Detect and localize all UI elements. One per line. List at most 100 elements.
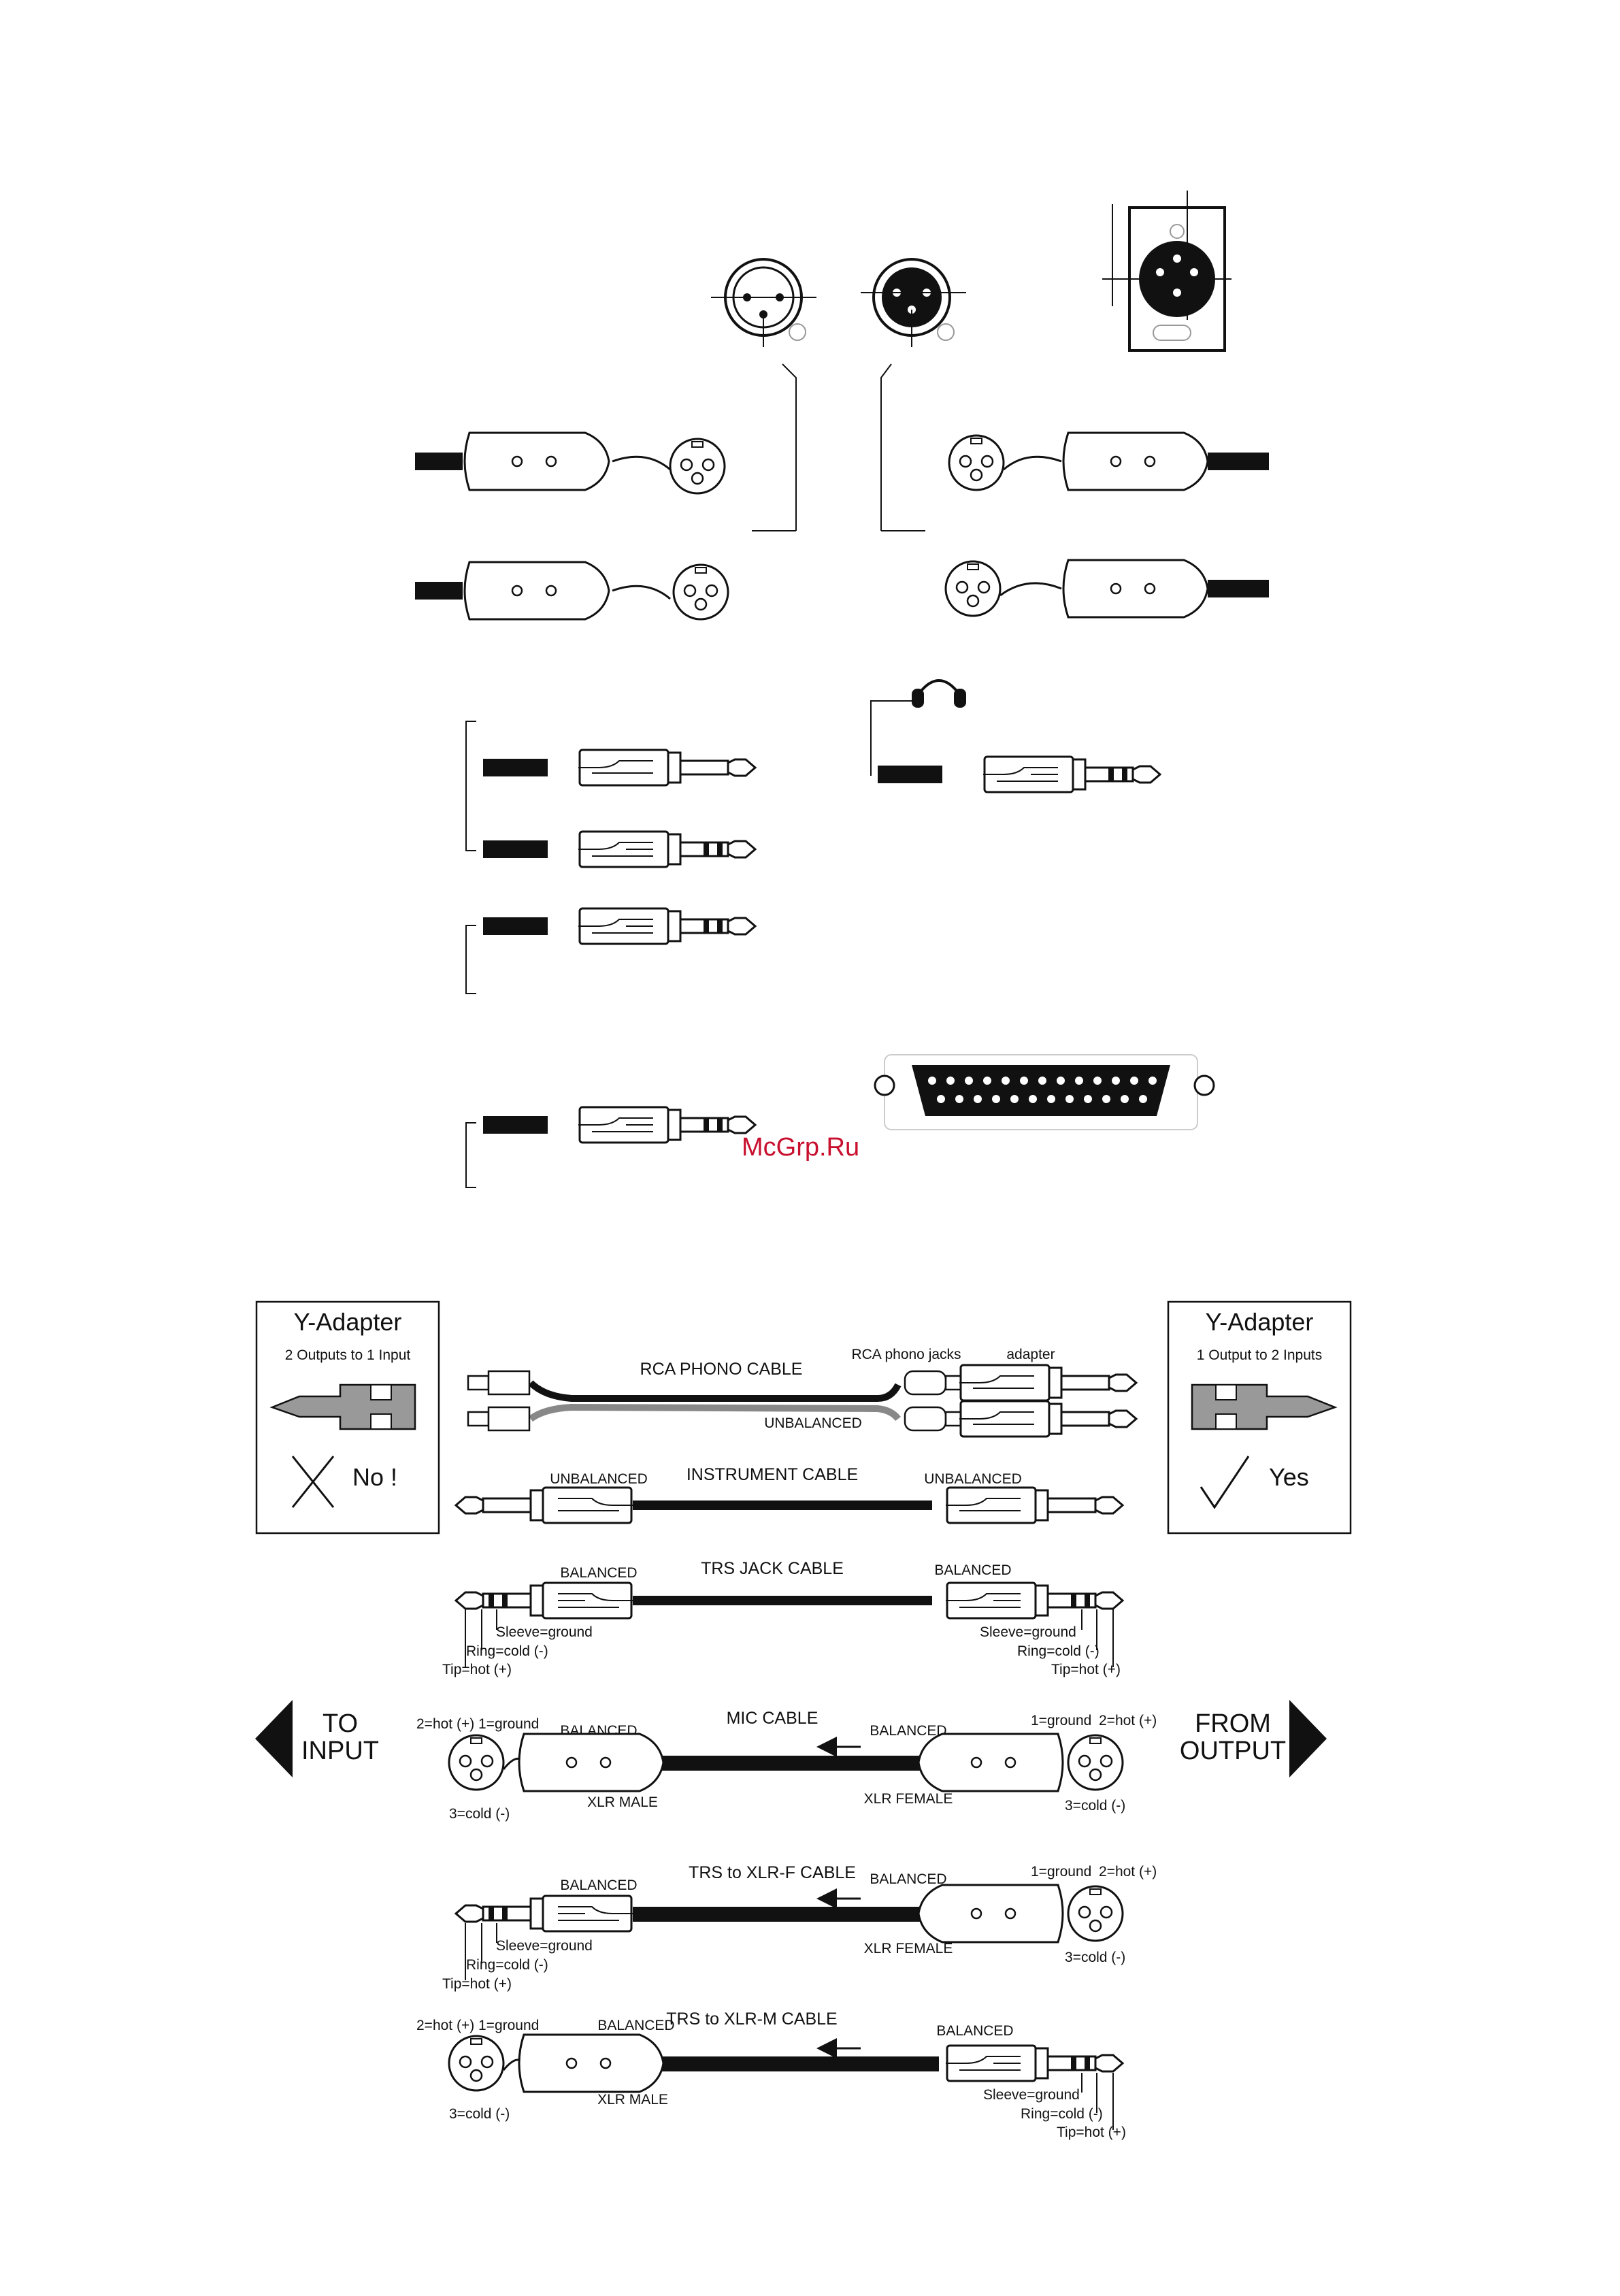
trs-left-tip-label: Tip=hot (+) — [442, 1662, 512, 1677]
y-adapter-left-panel: Y-Adapter 2 Outputs to 1 Input No ! — [255, 1300, 440, 1535]
to-input-arrow: TO INPUT — [255, 1700, 379, 1777]
trs-xlrm-left-label: BALANCED — [597, 2018, 674, 2033]
trs-right-ring-label: Ring=cold (-) — [1017, 1643, 1100, 1659]
trs-right-label: BALANCED — [934, 1562, 1011, 1578]
trs-xlrm-hot-label: 2=hot (+) — [416, 2018, 474, 2033]
rca-jacks-label: RCA phono jacks — [851, 1347, 961, 1362]
xlr-cable-upper-right-1 — [948, 431, 1269, 491]
bracket — [465, 721, 476, 851]
y-adapter-right-verdict: Yes — [1269, 1463, 1309, 1491]
from-output-arrow: FROM OUTPUT — [1180, 1700, 1327, 1777]
db25-connector — [874, 1054, 1215, 1130]
mic-left-cold-label: 3=cold (-) — [449, 1806, 510, 1822]
bracket — [465, 1122, 476, 1188]
db25-pin — [1112, 1077, 1120, 1085]
xlr-male-front-view — [711, 258, 816, 347]
trs-xlrm-cold-label: 3=cold (-) — [449, 2106, 510, 2122]
from-output-line1: FROM — [1195, 1709, 1271, 1738]
jack-plug-mid-3 — [483, 907, 757, 945]
rca-cable-title: RCA PHONO CABLE — [640, 1360, 803, 1379]
leader-line — [880, 363, 892, 531]
to-input-line1: TO — [323, 1709, 358, 1738]
trs-xlrf-ground-label: 1=ground — [1031, 1864, 1091, 1880]
trs-to-xlrm-cable: TRS to XLR-M CABLE BALANCED BALANCED XLR… — [416, 2010, 1126, 2140]
db25-pin — [1084, 1095, 1092, 1103]
instrument-cable: INSTRUMENT CABLE UNBALANCED UNBALANCED — [454, 1465, 1124, 1524]
db25-pin — [1075, 1077, 1083, 1085]
jack-plug-mid-4 — [483, 1106, 757, 1144]
db25-pin — [1038, 1077, 1046, 1085]
trs-xlrm-sleeve-label: Sleeve=ground — [983, 2087, 1080, 2103]
jack-plug-mid-2 — [483, 830, 757, 868]
mic-right-cold-label: 3=cold (-) — [1065, 1798, 1125, 1814]
trs-xlrf-right-label: BALANCED — [870, 1871, 946, 1887]
trs-xlrf-cold-label: 3=cold (-) — [1065, 1950, 1125, 1965]
leader-line — [782, 363, 797, 531]
db25-pin — [1047, 1095, 1055, 1103]
trs-to-xlrf-cable: TRS to XLR-F CABLE BALANCED BALANCED XLR… — [442, 1863, 1157, 1992]
trs-xlrf-tip-label: Tip=hot (+) — [442, 1976, 512, 1992]
mic-right-ground-label: 1=ground — [1031, 1713, 1091, 1728]
y-adapter-right-subtitle: 1 Output to 2 Inputs — [1197, 1347, 1322, 1363]
y-adapter-right-title: Y-Adapter — [1206, 1308, 1314, 1336]
db25-pin — [1093, 1077, 1102, 1085]
db25-pin — [965, 1077, 973, 1085]
rca-phono-cable: RCA PHONO CABLE RCA phono jacks adapter … — [467, 1347, 1138, 1438]
db25-pin — [974, 1095, 982, 1103]
trs-left-sleeve-label: Sleeve=ground — [496, 1624, 593, 1640]
trs-right-tip-label: Tip=hot (+) — [1051, 1662, 1121, 1677]
mic-left-connector-label: XLR MALE — [587, 1794, 658, 1810]
trs-left-label: BALANCED — [560, 1565, 637, 1581]
db25-pin — [1065, 1095, 1074, 1103]
instrument-cable-title: INSTRUMENT CABLE — [687, 1465, 858, 1484]
db25-pin — [1130, 1077, 1138, 1085]
rca-unbalanced-label: UNBALANCED — [764, 1415, 862, 1431]
trs-xlrm-title: TRS to XLR-M CABLE — [666, 2010, 837, 2029]
trs-xlrf-title: TRS to XLR-F CABLE — [689, 1863, 856, 1882]
instrument-right-label: UNBALANCED — [924, 1471, 1022, 1487]
trs-xlrm-ring-label: Ring=cold (-) — [1021, 2106, 1103, 2122]
jack-plug-mid-1 — [483, 749, 757, 787]
bracket — [465, 925, 476, 994]
stereo-jack-headphones — [870, 700, 1161, 793]
db25-pin — [1020, 1077, 1028, 1085]
headphones-icon — [912, 679, 966, 708]
trs-jack-cable: TRS JACK CABLE BALANCED BALANCED Sleeve=… — [442, 1559, 1124, 1677]
db25-pin — [1057, 1077, 1065, 1085]
db25-pin — [1102, 1095, 1110, 1103]
y-adapter-left-title: Y-Adapter — [294, 1308, 402, 1336]
trs-cable-title: TRS JACK CABLE — [701, 1559, 844, 1578]
trs-left-ring-label: Ring=cold (-) — [466, 1643, 548, 1659]
db25-pin — [1029, 1095, 1037, 1103]
to-input-line2: INPUT — [301, 1737, 379, 1765]
db25-pin — [1002, 1077, 1010, 1085]
db25-pin — [946, 1077, 955, 1085]
from-output-line2: OUTPUT — [1180, 1737, 1286, 1765]
rca-adapter-label: adapter — [1006, 1347, 1055, 1362]
xlr-female-front-view — [861, 258, 966, 347]
mic-cable-title: MIC CABLE — [727, 1709, 819, 1728]
db25-pin — [937, 1095, 945, 1103]
mic-cable: MIC CABLE BALANCED BALANCED XLR MALE XLR… — [416, 1709, 1157, 1822]
xlr-cable-upper-left-2 — [415, 561, 729, 621]
db25-pin — [983, 1077, 991, 1085]
watermark: McGrp.Ru — [742, 1133, 859, 1162]
trs-xlrf-right-connector-label: XLR FEMALE — [864, 1941, 953, 1956]
xlr-cable-upper-left-1 — [415, 431, 726, 495]
mic-right-hot-label: 2=hot (+) — [1099, 1713, 1157, 1728]
y-adapter-left-subtitle: 2 Outputs to 1 Input — [285, 1347, 411, 1363]
xlr-panel-socket — [1102, 191, 1231, 352]
trs-xlrm-left-connector-label: XLR MALE — [597, 2092, 668, 2108]
db25-pin — [1121, 1095, 1129, 1103]
db25-pin — [992, 1095, 1000, 1103]
mic-right-label: BALANCED — [870, 1723, 946, 1739]
trs-right-sleeve-label: Sleeve=ground — [980, 1624, 1076, 1640]
mic-right-connector-label: XLR FEMALE — [864, 1791, 953, 1807]
trs-xlrf-ring-label: Ring=cold (-) — [466, 1957, 548, 1973]
trs-xlrf-sleeve-label: Sleeve=ground — [496, 1938, 593, 1954]
db25-pin — [1148, 1077, 1157, 1085]
instrument-left-label: UNBALANCED — [550, 1471, 648, 1487]
y-adapter-right-panel: Y-Adapter 1 Output to 2 Inputs Yes — [1167, 1300, 1352, 1535]
db25-pin — [928, 1077, 936, 1085]
